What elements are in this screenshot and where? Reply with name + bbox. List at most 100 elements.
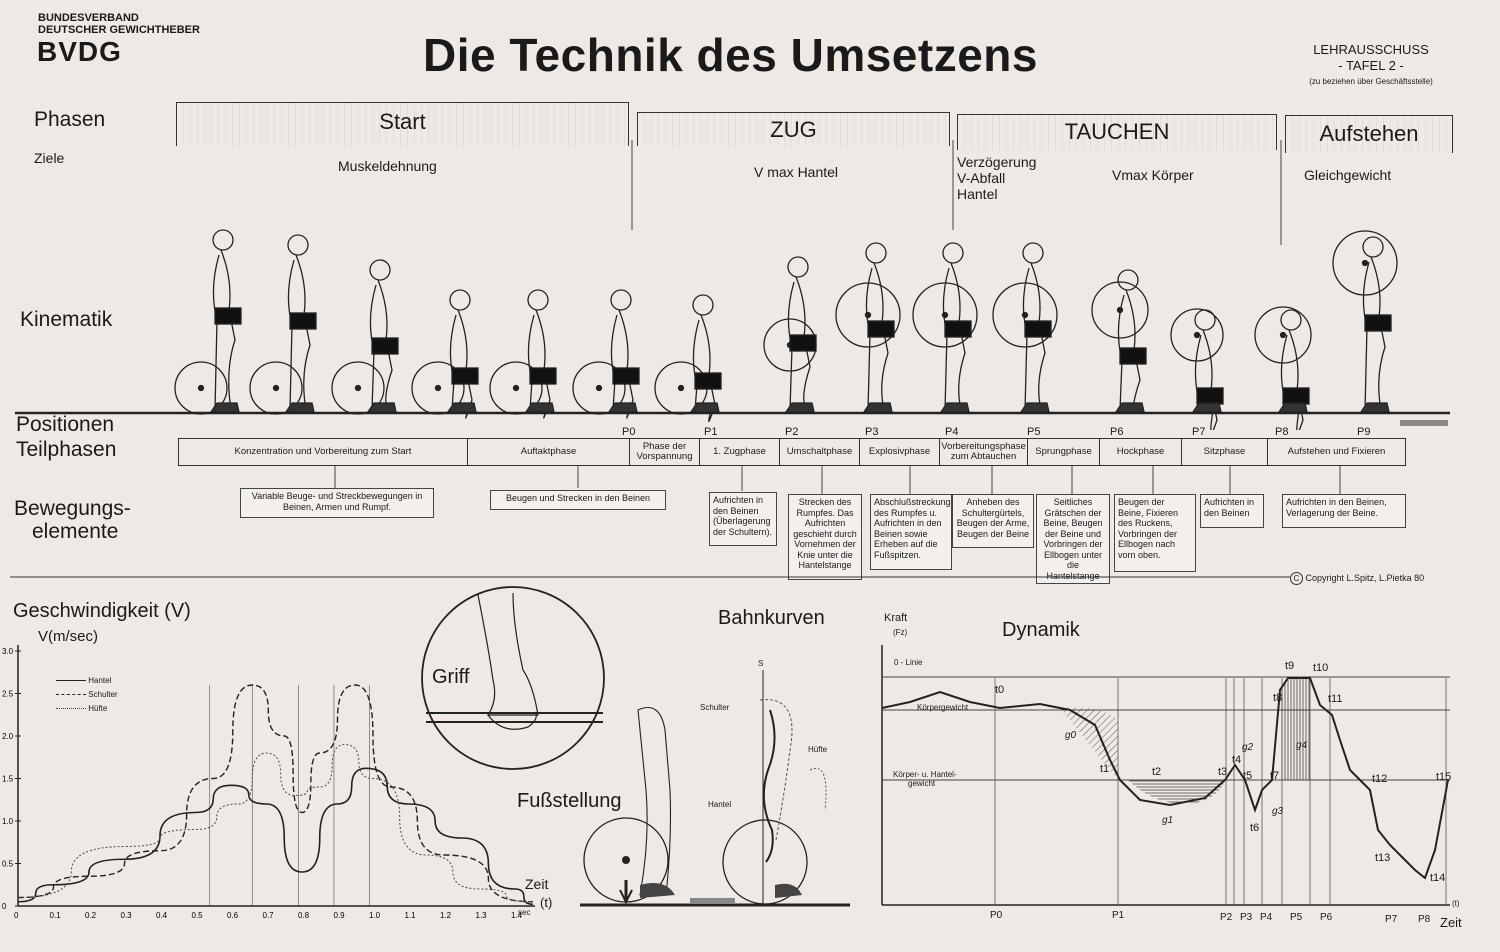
velocity-ytick: 1.5	[2, 775, 14, 784]
phase-start-label: Start	[379, 109, 426, 134]
velocity-xtick: 1.0	[369, 911, 381, 920]
position-label: P0	[622, 426, 636, 438]
dynamik-t-label: t5	[1243, 770, 1253, 782]
dynamik-position-label: P3	[1240, 912, 1253, 923]
velocity-xtick: 1.1	[405, 911, 417, 920]
kinematik-figures	[15, 229, 1450, 430]
section-divider	[10, 576, 1290, 578]
dynamik-g-label: g4	[1296, 740, 1308, 751]
lifter-figure	[835, 242, 901, 413]
series-hantel	[17, 767, 533, 906]
dynamik-t-label: t7	[1270, 770, 1280, 782]
bewegung-7: Seitliches Grätschen der Beine, Beugen d…	[1036, 494, 1110, 584]
teilphase-6: Explosivphase	[860, 438, 940, 466]
dynamik-koerper-hantel-2: gewicht	[908, 779, 936, 788]
velocity-xtick: 0.4	[156, 911, 168, 920]
bahnkurven-s: S	[758, 659, 764, 668]
dynamik-position-label: P4	[1260, 912, 1273, 923]
velocity-xtick: 0.6	[227, 911, 239, 920]
dynamik-t-label: t2	[1152, 766, 1162, 778]
legend-huefte: Hüfte	[56, 702, 118, 716]
griff-illustration	[421, 586, 605, 770]
bahnkurven-title: Bahnkurven	[718, 607, 825, 629]
phase-start: Start	[176, 102, 629, 146]
dynamik-t-label: t12	[1372, 773, 1388, 785]
bewegung-connectors	[334, 466, 1341, 494]
dynamik-position-label: P8	[1418, 914, 1431, 925]
velocity-xtick: 0.1	[50, 911, 62, 920]
dynamik-t-label: t14	[1430, 872, 1446, 884]
velocity-legend: Hantel Schulter Hüfte	[56, 674, 118, 716]
dynamik-t-label: t1	[1100, 763, 1110, 775]
phase-aufstehen-label: Aufstehen	[1319, 121, 1419, 146]
teilphase-10: Sitzphase	[1182, 438, 1268, 466]
bewegung-8: Beugen der Beine, Fixieren des Ruckens, …	[1114, 494, 1196, 572]
dynamik-xlabel: Zeit	[1440, 915, 1462, 930]
committee-block: LEHRAUSSCHUSS - TAFEL 2 - (zu beziehen ü…	[1296, 42, 1446, 90]
velocity-xtick: 0.5	[192, 911, 204, 920]
phase-aufstehen: Aufstehen	[1285, 115, 1453, 153]
phase-separators	[631, 140, 1282, 245]
dynamik-t-label: t6	[1250, 822, 1260, 834]
dynamik-t-label: t13	[1375, 852, 1391, 864]
dynamik-position-label: P0	[990, 910, 1003, 921]
dynamik-position-label: P6	[1320, 912, 1333, 923]
velocity-xtick: 0.7	[263, 911, 275, 920]
platform-block	[1400, 420, 1448, 426]
dynamik-yunit: (Fz)	[893, 628, 908, 637]
legend-hantel: Hantel	[56, 674, 118, 688]
copyright-icon: C	[1290, 572, 1303, 585]
velocity-xtick: 1.3	[476, 911, 488, 920]
dynamik-g-label: g0	[1065, 730, 1077, 741]
position-label: P4	[945, 426, 959, 438]
label-teilphasen: Teilphasen	[16, 438, 117, 461]
lifter-figure	[411, 289, 479, 419]
series-schulter	[17, 684, 533, 903]
dynamik-xunit: (t)	[1452, 899, 1460, 908]
phase-zug: ZUG	[637, 112, 950, 146]
series-huefte	[17, 743, 533, 903]
bewegung-6: Anheben des Schultergürtels, Beugen der …	[952, 494, 1034, 548]
source-note: (zu beziehen über Geschäftsstelle)	[1309, 77, 1433, 86]
goal-start: Muskeldehnung	[338, 158, 437, 174]
velocity-xtick: 1.2	[440, 911, 452, 920]
bewegung-3: Aufrichten in den Beinen (Überlagerung d…	[709, 492, 777, 546]
teilphase-11: Aufstehen und Fixieren	[1268, 438, 1406, 466]
lifter-figure	[489, 289, 557, 419]
bahnkurven-schulter: Schulter	[700, 703, 730, 712]
velocity-sec: sec	[518, 908, 531, 917]
bewegung-1: Variable Beuge- und Streckbewegungen in …	[240, 488, 434, 518]
copyright-text: Copyright L.Spitz, L.Pietka 80	[1305, 573, 1425, 583]
dynamik-g-label: g1	[1162, 815, 1174, 826]
label-ziele: Ziele	[34, 150, 65, 166]
velocity-title: Geschwindigkeit (V)	[13, 600, 191, 622]
position-label: P7	[1192, 426, 1206, 438]
bewegung-5: Abschlußstreckung des Rumpfes u. Aufrich…	[870, 494, 952, 570]
fussstellung-label: Fußstellung	[517, 790, 622, 812]
lifter-figure	[654, 294, 722, 422]
copyright: C Copyright L.Spitz, L.Pietka 80	[1290, 572, 1424, 585]
griff-label: Griff	[432, 666, 470, 688]
dynamik-title: Dynamik	[1002, 619, 1080, 641]
position-label: P9	[1357, 426, 1371, 438]
lifter-figure	[1091, 269, 1149, 413]
position-label: P6	[1110, 426, 1124, 438]
lifter-figure	[572, 289, 640, 419]
velocity-ytick: 0.5	[2, 860, 14, 869]
dynamik-t-label: t0	[995, 684, 1005, 696]
phase-tauchen: TAUCHEN	[957, 114, 1277, 150]
dynamik-t-label: t11	[1328, 693, 1343, 705]
bahnkurven-diagram	[580, 670, 850, 907]
position-label: P8	[1275, 426, 1289, 438]
dynamik-koerpergewicht: Körpergewicht	[917, 703, 969, 712]
teilphase-5: Umschaltphase	[780, 438, 860, 466]
label-bewegung-1: Bewegungs-	[14, 497, 131, 520]
lifter-figure	[1170, 308, 1224, 430]
dynamik-position-label: P5	[1290, 912, 1303, 923]
bewegung-4: Strecken des Rumpfes. Das Aufrichten ges…	[788, 494, 862, 580]
lifter-figure	[992, 242, 1058, 413]
teilphase-3: Phase der Vorspannung	[630, 438, 700, 466]
dynamik-position-label: P1	[1112, 910, 1125, 921]
dynamik-ylabel: Kraft	[884, 612, 908, 624]
